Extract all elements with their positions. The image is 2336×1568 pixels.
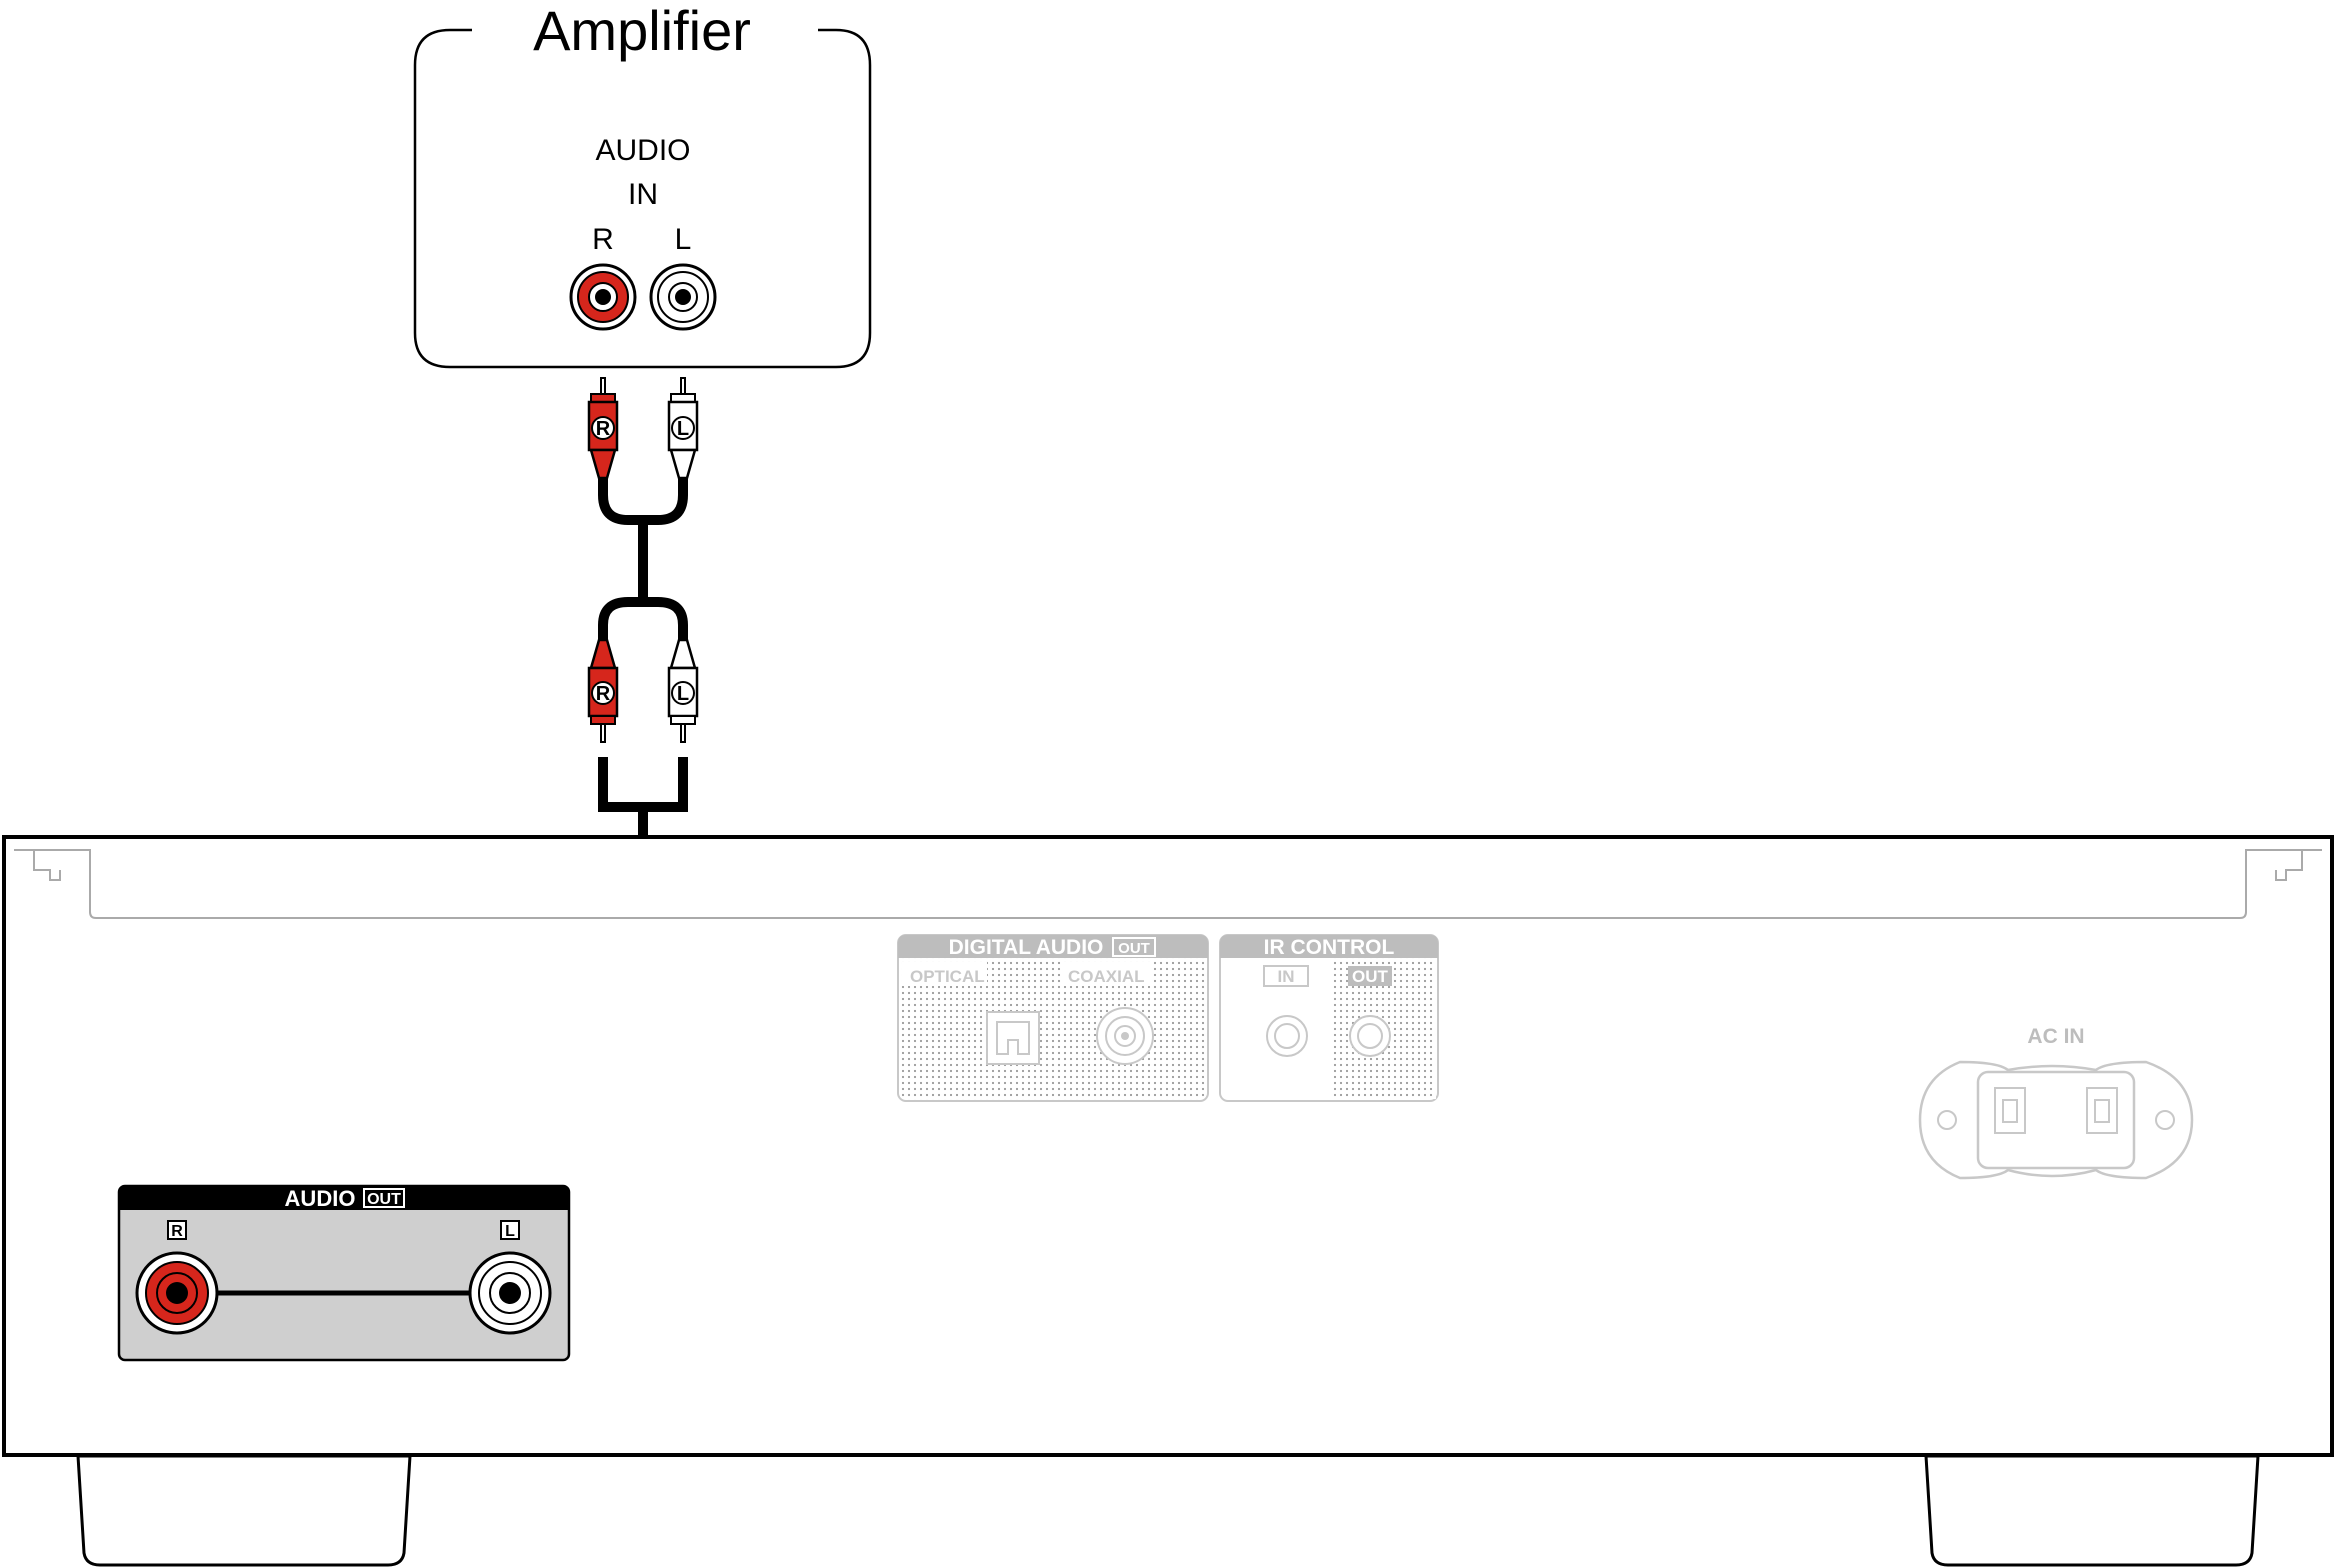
optical-label: OPTICAL — [910, 967, 985, 986]
amplifier-title: Amplifier — [533, 0, 751, 62]
amplifier-input-label-audio: AUDIO — [595, 134, 690, 167]
plug-left-top-letter: L — [677, 418, 689, 440]
amplifier-jack-right[interactable] — [569, 263, 637, 331]
plug-left-bottom-letter: L — [677, 683, 689, 705]
player-rear-panel: DIGITAL AUDIO OUT OPTICAL COAXIAL IR CON… — [2, 835, 2334, 1567]
digital-audio-out-badge: OUT — [1118, 940, 1150, 957]
amplifier-jack-label-r: R — [592, 223, 614, 256]
audio-out-jack-left[interactable] — [468, 1251, 552, 1335]
chassis-top-rail — [14, 849, 2322, 919]
audio-out-label-l: L — [505, 1223, 515, 1240]
ir-out-label: OUT — [1352, 967, 1389, 986]
ac-in-label: AC IN — [2027, 1025, 2084, 1048]
cable-lower-split — [598, 597, 688, 640]
plug-left-bottom — [667, 638, 699, 743]
plug-right-bottom — [587, 638, 619, 743]
ir-control-panel — [1219, 934, 1439, 1102]
amplifier-jack-label-l: L — [675, 223, 692, 256]
cable-upper-split — [598, 470, 688, 525]
ac-inlet[interactable] — [1918, 1060, 2194, 1180]
cable-bracket — [598, 757, 688, 812]
audio-out-jack-right[interactable] — [135, 1251, 219, 1335]
plug-right-bottom-letter: R — [596, 683, 611, 705]
foot-left — [76, 1454, 412, 1567]
audio-out-badge: OUT — [367, 1191, 401, 1208]
ir-in-label: IN — [1278, 967, 1295, 986]
amplifier-input-label-in: IN — [628, 178, 658, 211]
plug-right-top-letter: R — [596, 418, 611, 440]
amplifier-box: Amplifier AUDIO IN R L — [413, 0, 872, 369]
audio-out-panel — [117, 1184, 571, 1362]
digital-audio-title: DIGITAL AUDIO — [949, 936, 1104, 959]
plug-right-top — [587, 377, 619, 480]
audio-out-title: AUDIO — [285, 1186, 356, 1211]
plug-left-top — [667, 377, 699, 480]
audio-out-label-r: R — [171, 1223, 183, 1240]
digital-audio-panel — [897, 934, 1209, 1102]
coaxial-label: COAXIAL — [1068, 967, 1145, 986]
foot-right — [1924, 1454, 2260, 1567]
amplifier-jack-left[interactable] — [649, 263, 717, 331]
ir-control-title: IR CONTROL — [1264, 936, 1395, 959]
